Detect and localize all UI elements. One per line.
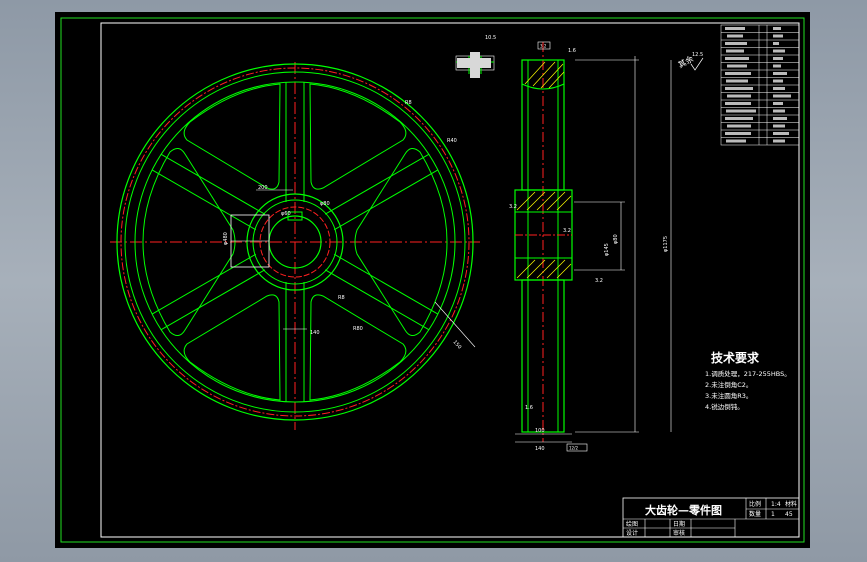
spoke-down	[285, 282, 305, 402]
scale-label: 比例	[749, 500, 761, 508]
svg-text:3.2: 3.2	[563, 228, 571, 234]
hub-chamfer	[252, 199, 338, 285]
drawn-by-label: 绘图	[626, 520, 638, 528]
svg-text:3.2: 3.2	[509, 204, 517, 210]
svg-text:R80: R80	[353, 326, 363, 332]
spokes	[285, 82, 305, 402]
svg-text:φ80: φ80	[320, 201, 330, 207]
svg-text:φ480: φ480	[223, 232, 229, 245]
gear-parameter-table	[720, 24, 800, 146]
tech-req-item-4: 4.锐边倒钝。	[705, 402, 744, 411]
svg-text:200: 200	[258, 185, 268, 191]
svg-text:12/2: 12/2	[569, 446, 578, 451]
gear-drawing: φ480 φ60 φ80 R80 R8 R8 R40 140 200 150	[60, 17, 805, 543]
tech-req-item-1: 1.调质处理，217-255HBS。	[705, 369, 791, 378]
svg-text:150: 150	[452, 339, 463, 350]
review-label: 审核	[673, 529, 685, 537]
tech-req-item-2: 2.未注倒角C2。	[705, 380, 752, 389]
keyway	[287, 211, 303, 221]
inner-frame	[100, 22, 800, 538]
svg-text:3.2: 3.2	[595, 278, 603, 284]
svg-text:100: 100	[535, 428, 545, 434]
quantity-value: 1	[771, 511, 775, 518]
svg-text:140: 140	[535, 446, 545, 452]
svg-text:φ60: φ60	[281, 211, 291, 217]
outer-frame	[60, 17, 805, 543]
roughness-value: 12.5	[692, 52, 703, 58]
material-value: 45	[785, 511, 793, 518]
svg-text:R8: R8	[405, 100, 412, 106]
hub-pitch	[259, 206, 331, 278]
tech-req-item-3: 3.未注圆角R3。	[705, 391, 752, 400]
svg-text:φ145: φ145	[604, 243, 610, 256]
root-circle	[124, 71, 466, 413]
svg-text:R40: R40	[447, 138, 457, 144]
spoke-up	[285, 82, 305, 202]
hub-outer	[246, 193, 344, 291]
cad-viewport[interactable]: φ480 φ60 φ80 R80 R8 R8 R40 140 200 150	[55, 12, 810, 548]
tip-circle	[116, 63, 474, 421]
date-label: 日期	[673, 520, 685, 528]
material-label: 材料	[785, 500, 797, 508]
svg-text:1.6: 1.6	[525, 405, 533, 411]
title-block: 大齿轮—零件图 比例 1:4 数量 1 材料 45 绘图 设计 日期 审核	[622, 497, 800, 538]
tech-req-heading: 技术要求	[711, 350, 760, 365]
svg-text:3.2: 3.2	[540, 44, 547, 49]
svg-text:φ1175: φ1175	[663, 236, 669, 252]
roughness-symbol	[690, 57, 704, 71]
drawing-title: 大齿轮—零件图	[645, 503, 722, 517]
svg-text:140: 140	[310, 330, 320, 336]
designed-by-label: 设计	[626, 529, 638, 537]
svg-text:φ80: φ80	[613, 234, 619, 244]
svg-text:R8: R8	[338, 295, 345, 301]
svg-text:1.6: 1.6	[568, 48, 576, 54]
roughness-note: 其余 12.5	[676, 52, 704, 71]
quantity-label: 数量	[749, 510, 761, 518]
pitch-circle	[120, 67, 470, 417]
section-view: 10.5 φ80 φ1175 φ145 100 140 12/2 3.2 1.6…	[455, 35, 672, 452]
svg-text:10.5: 10.5	[485, 35, 496, 41]
technical-requirements: 技术要求 1.调质处理，217-255HBS。 2.未注倒角C2。 3.未注圆角…	[705, 350, 791, 411]
rim-inner-circle	[134, 81, 456, 403]
front-view: φ480 φ60 φ80 R80 R8 R8 R40 140 200 150	[110, 62, 480, 430]
scale-value: 1:4	[771, 501, 781, 508]
